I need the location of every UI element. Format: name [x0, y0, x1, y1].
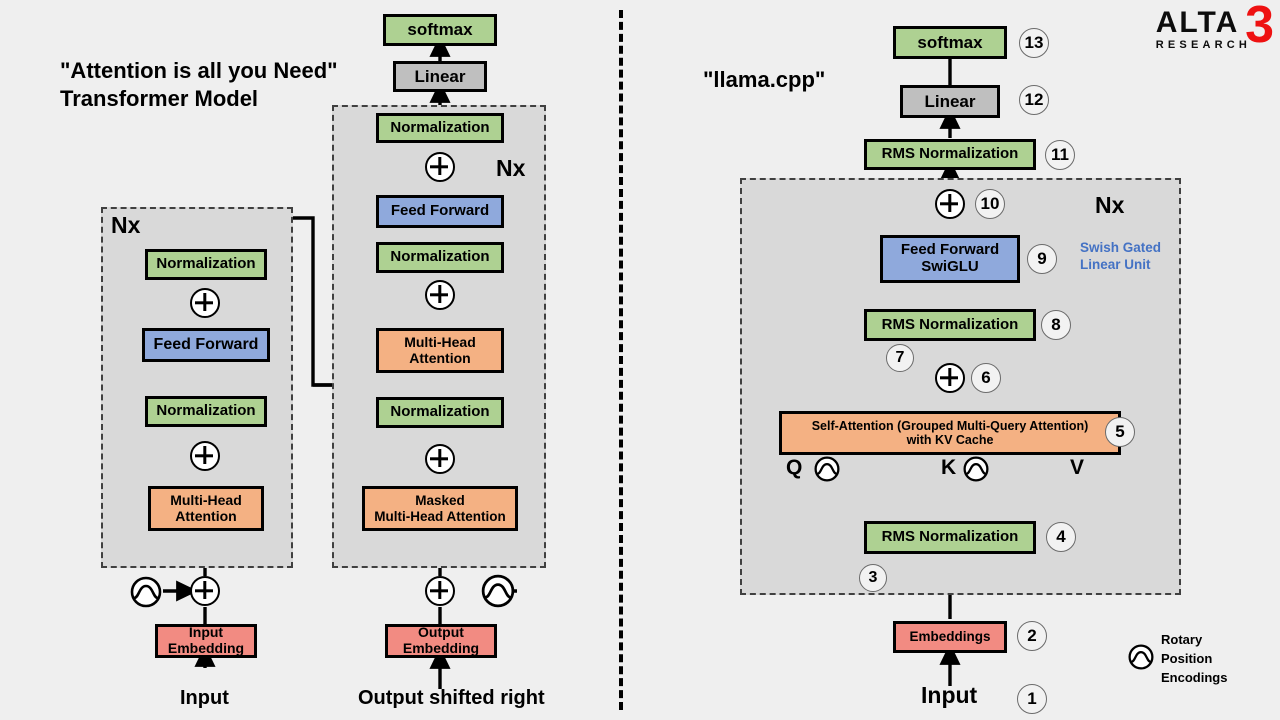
input-embedding-box: Input Embedding — [155, 624, 257, 658]
legend-label: Rotary Position Encodings — [1161, 632, 1228, 685]
llama-self-attention: Self-Attention (Grouped Multi-Query Atte… — [779, 411, 1121, 455]
encoder-norm-2: Normalization — [145, 249, 267, 280]
step-badge-5: 5 — [1105, 417, 1135, 447]
value-label: V — [1070, 456, 1085, 479]
logo-wordmark: ALTA — [1155, 6, 1240, 39]
decoder-adder-3 — [425, 152, 455, 182]
step-badge-4: 4 — [1046, 522, 1076, 552]
llama-softmax-box: softmax — [893, 26, 1007, 59]
panel-divider — [619, 10, 623, 710]
step-badge-7: 7 — [886, 344, 914, 372]
decoder-adder-1 — [425, 444, 455, 474]
rotary-position-encoding-icon — [130, 576, 162, 613]
encoder-adder-2 — [190, 288, 220, 318]
llama-embeddings-box: Embeddings — [893, 621, 1007, 653]
llama-input-label: Input — [921, 682, 978, 708]
logo-numeral: 3 — [1245, 0, 1274, 54]
swiglu-note: Swish Gated Linear Unit — [1080, 240, 1162, 273]
right-panel-title: "llama.cpp" — [703, 67, 826, 92]
llama-feed-forward-swiglu: Feed Forward SwiGLU — [880, 235, 1020, 283]
rotary-position-encoding-icon — [963, 456, 989, 487]
encoder-norm-1: Normalization — [145, 396, 267, 427]
step-badge-9: 9 — [1027, 244, 1057, 274]
step-badge-1: 1 — [1017, 684, 1047, 714]
decoder-norm-2: Normalization — [376, 242, 504, 273]
decoder-nx-label: Nx — [496, 155, 526, 181]
left-panel-title: "Attention is all you Need" Transformer … — [60, 58, 338, 111]
llama-rms-norm-4: RMS Normalization — [864, 521, 1036, 554]
step-badge-12: 12 — [1019, 85, 1049, 115]
encoder-pos-adder — [190, 576, 220, 606]
encoder-feed-forward: Feed Forward — [142, 328, 270, 362]
decoder-adder-2 — [425, 280, 455, 310]
step-badge-2: 2 — [1017, 621, 1047, 651]
step-badge-13: 13 — [1019, 28, 1049, 58]
llama-adder-10 — [935, 189, 965, 219]
step-badge-3: 3 — [859, 564, 887, 592]
llama-rms-norm-11: RMS Normalization — [864, 139, 1036, 170]
step-badge-8: 8 — [1041, 310, 1071, 340]
output-embedding-box: Output Embedding — [385, 624, 497, 658]
encoder-nx-label: Nx — [111, 212, 141, 238]
rotary-position-encoding-icon — [814, 456, 840, 487]
key-label: K — [941, 456, 957, 479]
left-softmax-box: softmax — [383, 14, 497, 46]
decoder-cross-attention: Multi-Head Attention — [376, 328, 504, 373]
llama-adder-6 — [935, 363, 965, 393]
decoder-norm-1: Normalization — [376, 397, 504, 428]
llama-rms-norm-8: RMS Normalization — [864, 309, 1036, 341]
query-label: Q — [786, 456, 803, 479]
decoder-masked-attention: Masked Multi-Head Attention — [362, 486, 518, 531]
decoder-pos-adder — [425, 576, 455, 606]
encoder-multi-head-attention: Multi-Head Attention — [148, 486, 264, 531]
decoder-feed-forward: Feed Forward — [376, 195, 504, 228]
step-badge-6: 6 — [971, 363, 1001, 393]
llama-linear-box: Linear — [900, 85, 1000, 118]
legend-rotary-icon — [1128, 644, 1154, 675]
output-shifted-right-label: Output shifted right — [358, 687, 545, 709]
llama-nx-label: Nx — [1095, 192, 1125, 218]
encoder-adder-1 — [190, 441, 220, 471]
alta3-logo: ALTA RESEARCH 3 — [1155, 0, 1274, 54]
logo-subtitle: RESEARCH — [1155, 39, 1252, 51]
left-linear-box: Linear — [393, 61, 487, 92]
encoder-input-label: Input — [180, 687, 229, 709]
step-badge-11: 11 — [1045, 140, 1075, 170]
rotary-position-encoding-icon — [481, 574, 515, 613]
decoder-norm-3: Normalization — [376, 113, 504, 143]
step-badge-10: 10 — [975, 189, 1005, 219]
